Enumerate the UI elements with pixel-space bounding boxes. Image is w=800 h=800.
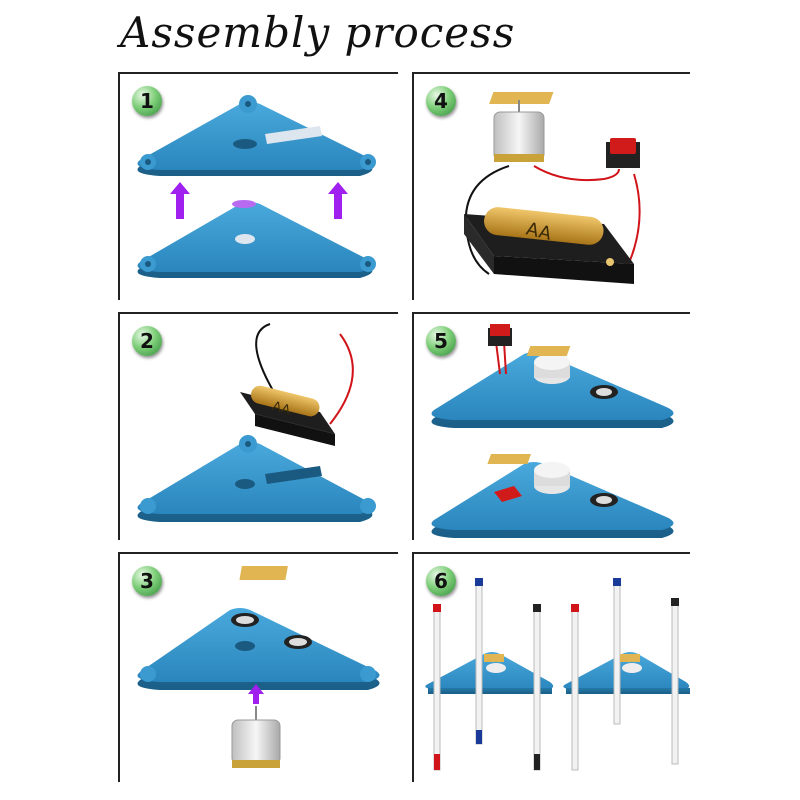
- up-arrow-icon: [170, 182, 190, 219]
- step-number-badge: 6: [426, 566, 456, 596]
- step-panel-3: 3: [118, 552, 398, 782]
- battery-mount-illustration: AA: [137, 323, 376, 522]
- battery-label: AA: [270, 399, 292, 418]
- step-panel-1: 1: [118, 72, 398, 300]
- wiring-illustration: AA: [464, 92, 641, 284]
- base-assembly-illustration: [137, 95, 376, 278]
- step-number-badge: 5: [426, 326, 456, 356]
- step-panel-4: AA 4: [412, 72, 690, 300]
- step-number-badge: 2: [132, 326, 162, 356]
- step-number-badge: 4: [426, 86, 456, 116]
- up-arrow-icon: [248, 684, 264, 704]
- step-number-badge: 1: [132, 86, 162, 116]
- page-title: Assembly process: [120, 8, 516, 57]
- component-mount-illustration: [431, 324, 674, 538]
- step-panel-5: 5: [412, 312, 690, 540]
- step-panel-6: 6: [412, 552, 690, 782]
- step-number-badge: 3: [132, 566, 162, 596]
- pen-legs-illustration: [425, 578, 690, 771]
- step-panel-2: AA 2: [118, 312, 398, 540]
- up-arrow-icon: [328, 182, 348, 219]
- motor-mount-illustration: [137, 566, 380, 768]
